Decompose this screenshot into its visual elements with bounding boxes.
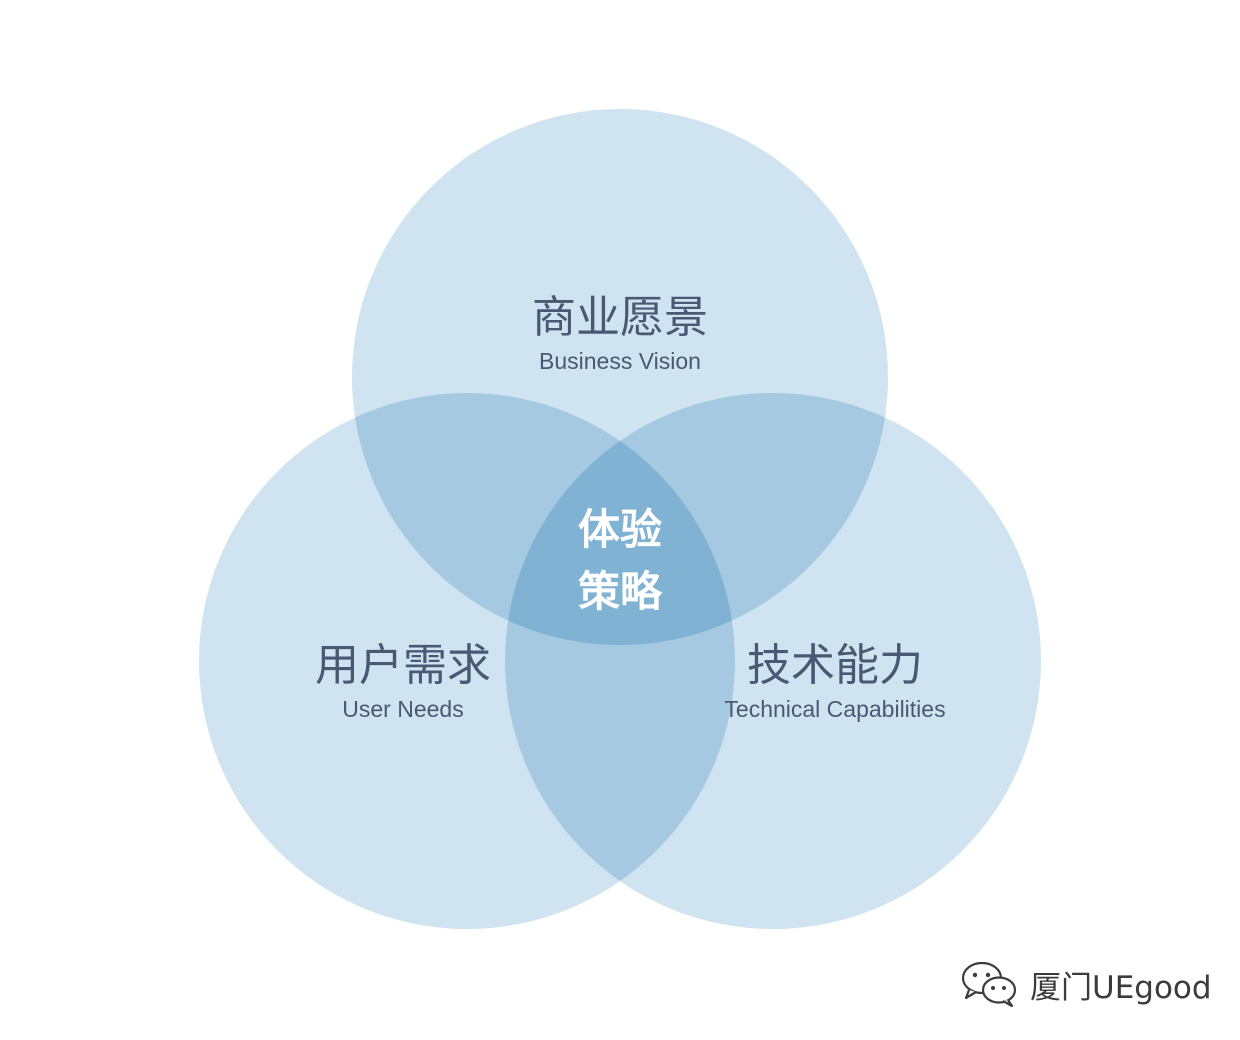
center-label-line1: 体验 (578, 505, 662, 554)
business-vision-title: 商业愿景 (532, 292, 708, 343)
watermark-text: 厦门UEgood (1030, 969, 1212, 1006)
overlap-center (505, 393, 735, 645)
watermark: 厦门UEgood (958, 960, 1212, 1008)
technical-capabilities-title: 技术能力 (747, 640, 923, 691)
wechat-icon (961, 961, 1017, 1008)
user-needs-subtitle: User Needs (342, 696, 463, 722)
technical-capabilities-subtitle: Technical Capabilities (724, 696, 945, 722)
center-label-line2: 策略 (578, 567, 663, 616)
user-needs-title: 用户需求 (315, 640, 491, 691)
business-vision-subtitle: Business Vision (539, 348, 701, 374)
